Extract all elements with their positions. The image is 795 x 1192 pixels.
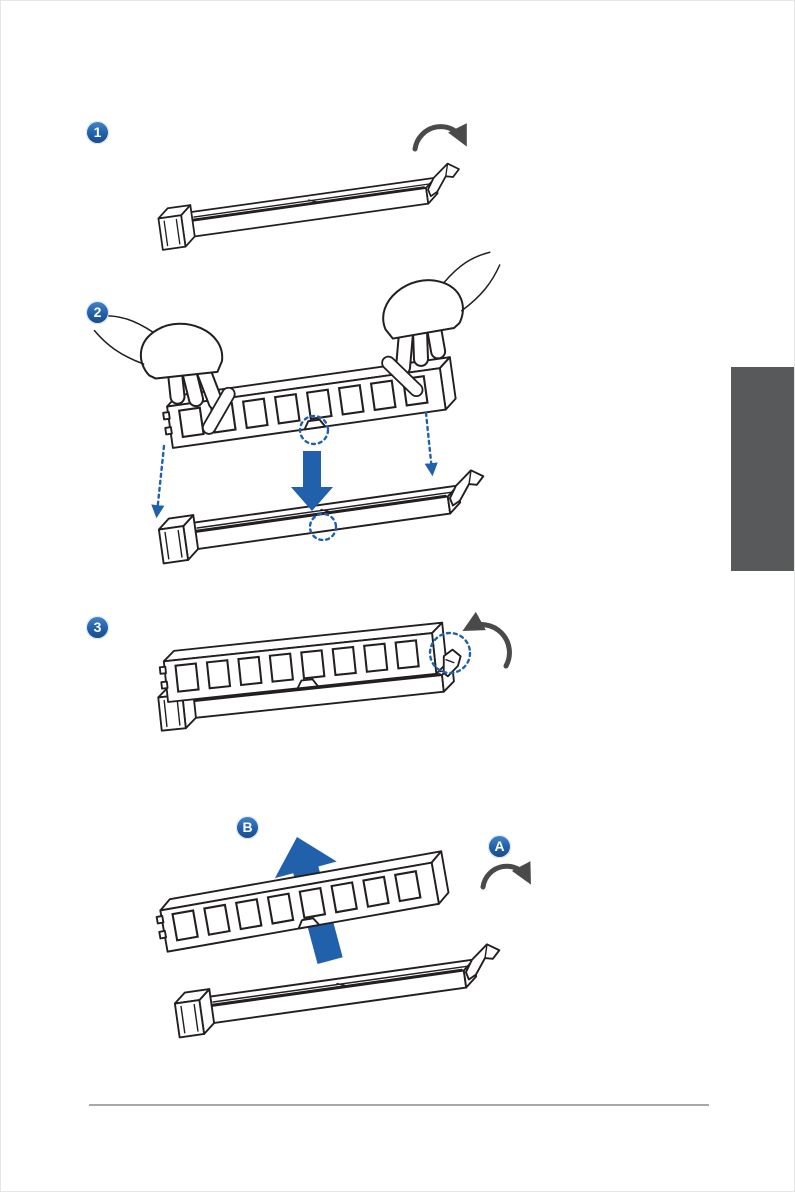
removal-step-b-badge: B [236,816,259,839]
clip-press-rotate-arrow-icon [480,861,531,890]
footer-rule [89,1104,709,1106]
right-alignment-guide-arrow-icon [424,411,438,477]
step-3-badge: 3 [86,616,109,639]
step-2-badge: 2 [86,301,109,324]
left-alignment-guide-arrow-icon [151,444,166,519]
dimm-notch-highlight-circle [298,414,330,446]
step-1-badge: 1 [86,121,109,144]
chapter-tab [731,367,794,571]
step3-seated-dimm-illustration [156,621,464,732]
socket-key-highlight-circle [308,512,338,542]
removal-step-a-badge: A [488,835,511,858]
step1-socket-illustration [156,162,464,250]
step2-socket-illustration [157,469,489,564]
clip-open-rotate-arrow-icon [412,123,467,152]
clip-highlight-circle [428,631,472,675]
clip-close-rotate-arrow-icon [462,611,512,669]
insert-down-arrow-icon [291,451,333,511]
